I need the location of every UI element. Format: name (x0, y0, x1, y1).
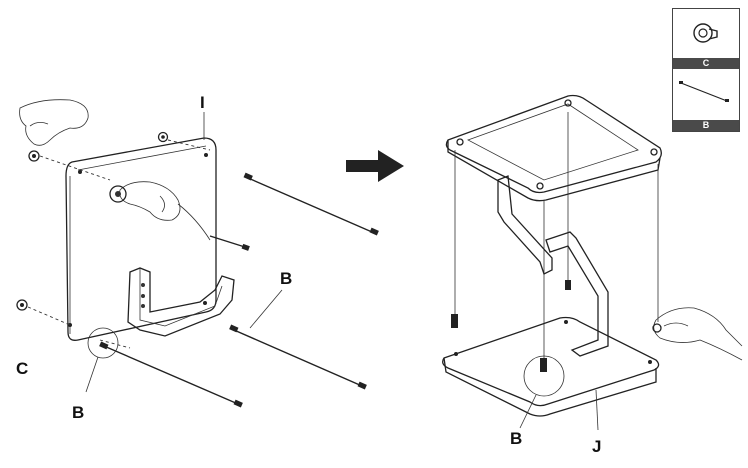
parts-legend: C B (672, 8, 740, 132)
rod-top (243, 172, 379, 236)
hand-right (653, 307, 743, 361)
hand-top-left (19, 99, 89, 146)
hand-center (119, 181, 211, 241)
label-bolt-b-center: B (510, 429, 522, 448)
cap-nut-icon (693, 23, 718, 43)
label-bolt-b-left: B (72, 403, 84, 422)
label-base-j: J (592, 437, 601, 456)
callout-circle-right (523, 355, 565, 397)
top-tray (445, 94, 662, 202)
label-panel-i: I (200, 93, 205, 112)
label-bolt-b-right: B (280, 269, 292, 288)
legend-caption-c: C (673, 58, 739, 69)
threaded-rod-icon (679, 81, 729, 102)
rod-right (229, 324, 367, 390)
base-panel (442, 316, 660, 417)
right-arrow-icon (346, 150, 404, 182)
legend-caption-b: B (673, 120, 739, 131)
legend-item-b: B (673, 69, 739, 131)
back-bracket (497, 175, 609, 357)
rod-mid (209, 235, 250, 251)
u-bracket (127, 267, 235, 337)
side-panel (65, 137, 217, 341)
legend-item-c: C (673, 9, 739, 69)
label-cap-c: C (16, 359, 28, 378)
rod-bottom (99, 341, 243, 408)
callout-circle-left (87, 327, 119, 359)
